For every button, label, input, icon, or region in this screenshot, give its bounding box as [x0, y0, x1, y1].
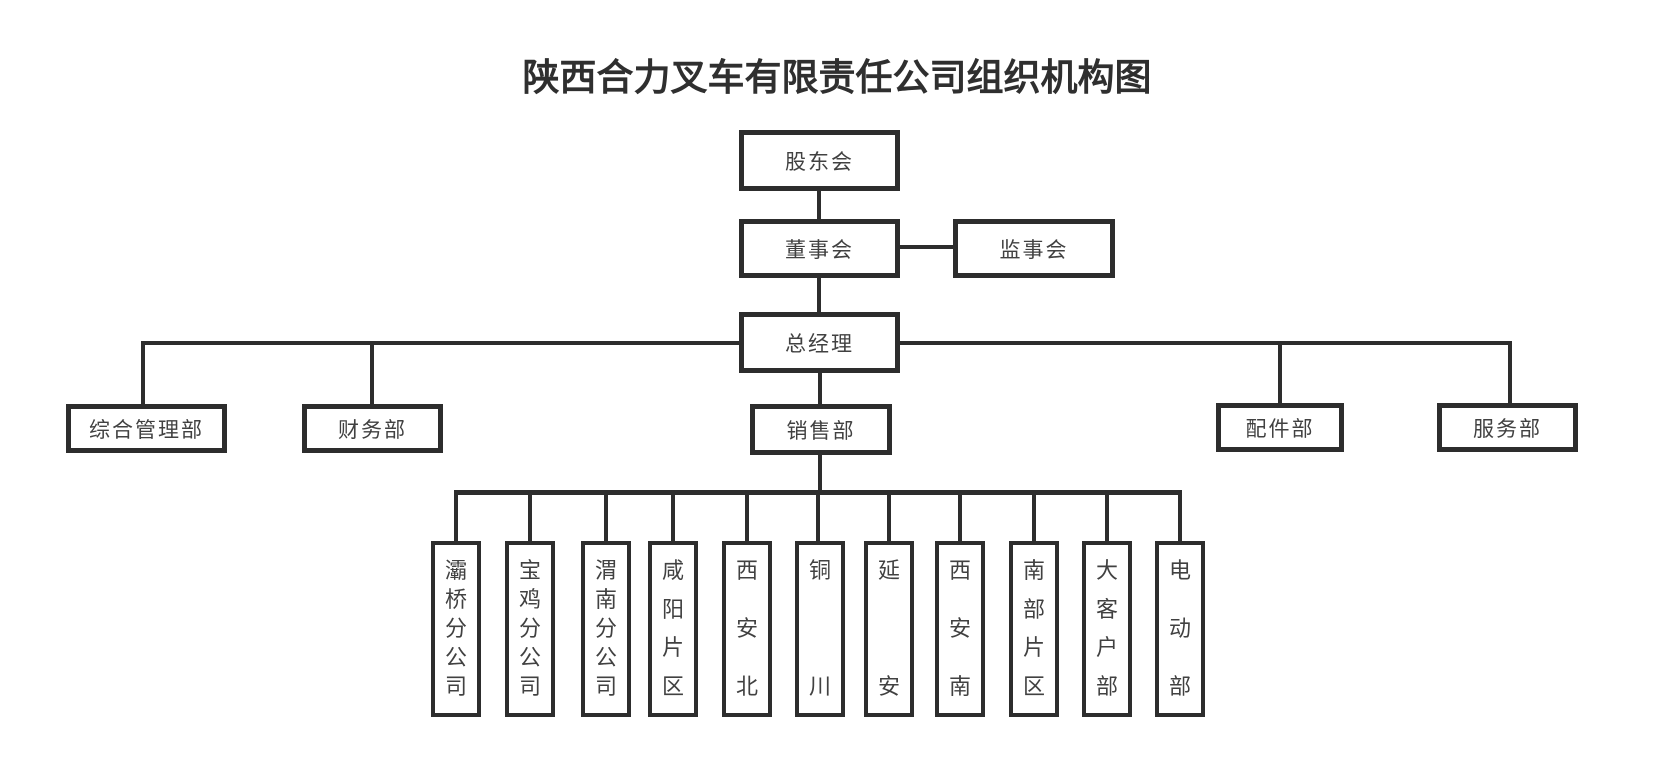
branch-label-char: 西	[735, 558, 758, 583]
node-supervisory-board: 监事会	[953, 219, 1115, 278]
branch-label-char: 客	[1095, 596, 1118, 622]
connector-board-supervisory	[900, 245, 953, 249]
node-shareholders-label: 股东会	[785, 149, 854, 174]
branch-label-char: 公	[444, 645, 467, 670]
branch-label-char: 部	[1168, 674, 1191, 699]
node-dept-service-label: 服务部	[1473, 416, 1542, 441]
branch-label-char: 户	[1095, 635, 1118, 661]
connector-drop-branch	[454, 490, 458, 541]
connector-drop-branch	[1032, 490, 1036, 541]
branch-label-char: 咸	[661, 558, 684, 583]
branch-label-char: 西	[948, 558, 971, 583]
node-dept-admin: 综合管理部	[66, 404, 227, 453]
connector-drop-finance	[370, 341, 374, 404]
branch-label-char: 部	[1022, 596, 1045, 622]
node-branch-baqiao: 灞桥分公司	[431, 541, 481, 717]
connector-drop-branch	[1105, 490, 1109, 541]
branch-label-char: 安	[735, 616, 758, 641]
node-dept-finance-label: 财务部	[338, 417, 407, 442]
node-supervisory-board-label: 监事会	[999, 237, 1069, 262]
branch-label-char: 公	[518, 645, 541, 670]
node-dept-sales: 销售部	[750, 404, 892, 455]
node-branch-weinan: 渭南分公司	[581, 541, 631, 717]
node-dept-sales-label: 销售部	[786, 418, 856, 443]
connector-drop-admin	[141, 341, 145, 404]
connector-drop-branch	[816, 490, 820, 541]
connector-drop-parts	[1278, 341, 1282, 403]
branch-label-char: 鸡	[518, 587, 541, 612]
node-board-label: 董事会	[785, 237, 854, 262]
branch-label-char: 南	[948, 674, 971, 699]
connector-board-gm	[817, 278, 821, 312]
connector-sales-rail	[818, 455, 822, 492]
connector-drop-service	[1508, 341, 1512, 403]
branch-label-char: 安	[948, 616, 971, 641]
connector-drop-branch	[671, 490, 675, 541]
connector-shareholders-board	[817, 191, 821, 219]
connector-drop-branch	[604, 490, 608, 541]
node-dept-parts-label: 配件部	[1245, 416, 1315, 441]
connector-drop-branch	[1178, 490, 1182, 541]
node-branch-south-area: 南部片区	[1009, 541, 1059, 717]
node-board: 董事会	[739, 219, 900, 278]
connector-drop-branch	[887, 490, 891, 541]
branch-label-char: 延	[877, 558, 900, 583]
chart-title: 陕西合力叉车有限责任公司组织机构图	[522, 57, 1152, 98]
branch-label-char: 司	[518, 674, 541, 699]
node-dept-admin-label: 综合管理部	[89, 417, 204, 442]
node-branch-yanan: 延安	[864, 541, 914, 717]
branch-label-char: 安	[877, 674, 900, 699]
node-dept-parts: 配件部	[1216, 403, 1344, 452]
node-branch-key-accounts: 大客户部	[1082, 541, 1132, 717]
connector-drop-branch	[745, 490, 749, 541]
branch-label-char: 阳	[661, 596, 684, 622]
branch-label-char: 区	[1022, 673, 1045, 699]
branch-label-char: 区	[661, 673, 684, 699]
node-dept-finance: 财务部	[302, 404, 443, 453]
node-branch-electric: 电动部	[1155, 541, 1205, 717]
node-branch-tongchuan: 铜川	[795, 541, 845, 717]
connector-gm-sales	[818, 373, 822, 404]
branch-label-char: 川	[808, 674, 831, 699]
node-branch-baoji: 宝鸡分公司	[505, 541, 555, 717]
node-branch-xianyang: 咸阳片区	[648, 541, 698, 717]
branch-label-char: 分	[518, 616, 541, 641]
branch-label-char: 铜	[808, 558, 831, 583]
node-branch-xian-north: 西安北	[722, 541, 772, 717]
branch-label-char: 司	[444, 674, 467, 699]
branch-label-char: 渭	[594, 558, 617, 583]
branch-label-char: 部	[1095, 673, 1118, 699]
branch-label-char: 片	[1022, 635, 1045, 661]
node-dept-service: 服务部	[1437, 403, 1578, 452]
branch-label-char: 灞	[444, 558, 467, 583]
branch-label-char: 南	[594, 587, 617, 612]
node-shareholders: 股东会	[739, 130, 900, 191]
branch-label-char: 分	[444, 616, 467, 641]
branch-label-char: 宝	[518, 558, 541, 583]
node-general-manager: 总经理	[739, 312, 900, 373]
branch-label-char: 北	[735, 674, 758, 699]
branch-label-char: 片	[661, 635, 684, 661]
connector-drop-branch	[958, 490, 962, 541]
node-general-manager-label: 总经理	[785, 331, 854, 356]
branch-label-char: 公	[594, 645, 617, 670]
branch-label-char: 动	[1168, 616, 1191, 641]
branch-label-char: 桥	[444, 587, 467, 612]
branch-label-char: 电	[1168, 558, 1191, 583]
branch-label-char: 司	[594, 674, 617, 699]
connector-drop-branch	[528, 490, 532, 541]
branch-label-char: 大	[1095, 558, 1118, 583]
branch-label-char: 南	[1022, 558, 1045, 583]
branch-label-char: 分	[594, 616, 617, 641]
node-branch-xian-south: 西安南	[935, 541, 985, 717]
